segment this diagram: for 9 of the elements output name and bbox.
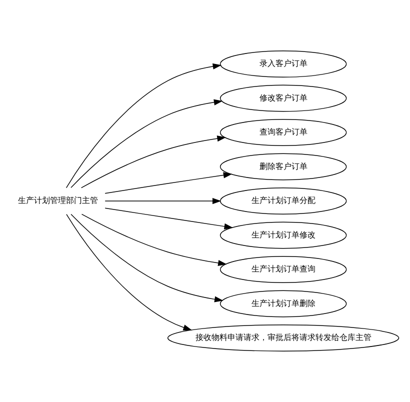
- arrow: [70, 99, 223, 188]
- arrow: [70, 214, 224, 302]
- arrow: [80, 136, 226, 188]
- arrow: [104, 198, 222, 204]
- arrow: [66, 214, 192, 330]
- arrow: [104, 172, 232, 194]
- arrow: [66, 63, 222, 188]
- arrow: [104, 208, 234, 230]
- arrow: [81, 214, 227, 266]
